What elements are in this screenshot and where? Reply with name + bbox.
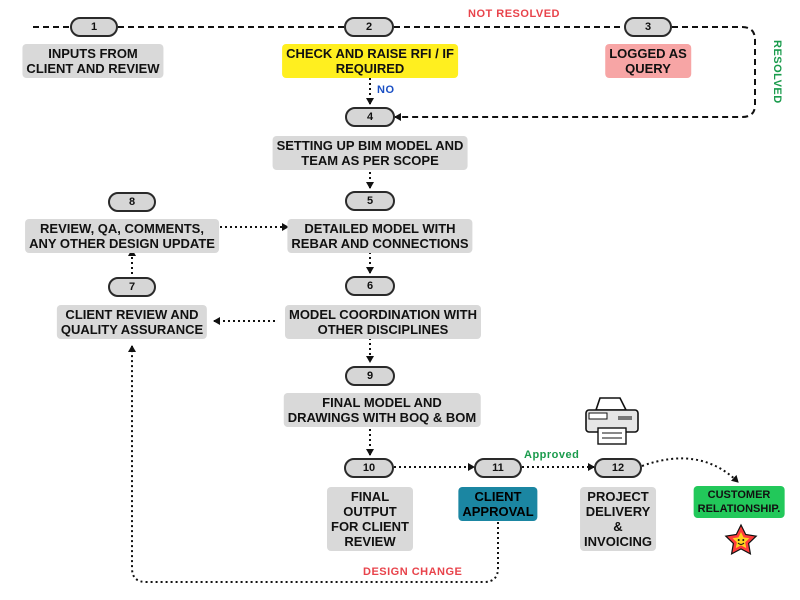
step-4-label: SETTING UP BIM MODEL AND TEAM AS PER SCO… — [272, 136, 468, 170]
step-5-label: DETAILED MODEL WITH REBAR AND CONNECTION… — [287, 219, 473, 253]
step-12-label: PROJECT DELIVERY & INVOICING — [580, 487, 656, 551]
connector-12-customer — [641, 457, 739, 483]
step-2-label: CHECK AND RAISE RFI / IF REQUIRED — [282, 44, 458, 78]
step-1-number-badge: 1 — [70, 17, 118, 37]
step-6-label: MODEL COORDINATION WITH OTHER DISCIPLINE… — [284, 305, 482, 339]
star-smiley-icon — [724, 523, 758, 556]
step-7-number-badge: 7 — [108, 277, 156, 297]
resolved-label: RESOLVED — [771, 40, 783, 104]
step-2-number-badge: 2 — [344, 17, 394, 37]
step-9-number-badge: 9 — [345, 366, 395, 386]
not-resolved-label: NOT RESOLVED — [468, 8, 560, 20]
step-8-number-badge: 8 — [108, 192, 156, 212]
step-9-label: FINAL MODEL AND DRAWINGS WITH BOQ & BOM — [283, 393, 481, 427]
step-8-label: REVIEW, QA, COMMENTS, ANY OTHER DESIGN U… — [25, 219, 219, 253]
design-change-label: DESIGN CHANGE — [363, 566, 463, 578]
step-6-number-badge: 6 — [345, 276, 395, 296]
no-label: NO — [377, 84, 395, 96]
step-3-number-badge: 3 — [624, 17, 672, 37]
step-5-number-badge: 5 — [345, 191, 395, 211]
printer-icon — [585, 397, 639, 445]
customer-relationship-label: CUSTOMER RELATIONSHIP. — [693, 486, 785, 518]
connector-3-4-resolved — [394, 26, 756, 121]
approved-label: Approved — [524, 449, 580, 461]
step-7-label: CLIENT REVIEW AND QUALITY ASSURANCE — [56, 305, 208, 339]
step-10-label: FINAL OUTPUT FOR CLIENT REVIEW — [327, 487, 413, 551]
step-12-number-badge: 12 — [594, 458, 642, 478]
step-4-number-badge: 4 — [345, 107, 395, 127]
step-11-label: CLIENT APPROVAL — [458, 487, 538, 521]
step-1-label: INPUTS FROM CLIENT AND REVIEW — [22, 44, 164, 78]
step-10-number-badge: 10 — [344, 458, 394, 478]
step-3-label: LOGGED AS QUERY — [605, 44, 691, 78]
connector-11-7-design-change — [128, 345, 499, 583]
step-11-number-badge: 11 — [474, 458, 522, 478]
